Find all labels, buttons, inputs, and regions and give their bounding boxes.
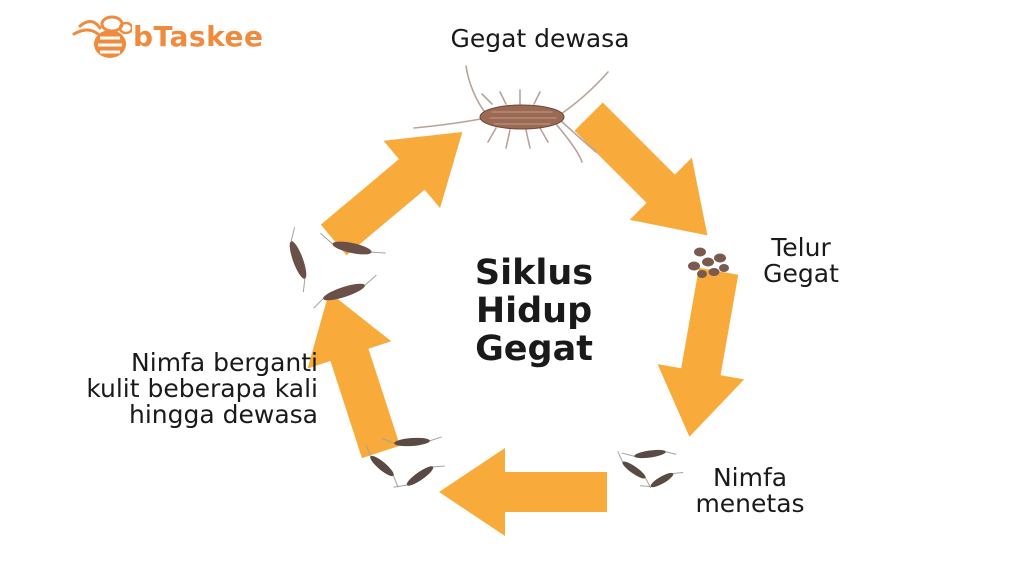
molting-nymphs-icon [365,436,445,488]
arrow-growth-to-adult [305,98,491,274]
stage-label-eggs: Telur Gegat [763,233,839,288]
title-line: Siklus [474,253,594,293]
brand-name: bTaskee [133,20,264,53]
stage-label-nymphs: Nimfa menetas [695,463,805,518]
adult-silverfish-icon [413,65,609,163]
nymphs-icon [617,449,684,489]
stage-label-molting: Nimfa berganti kulit beberapa kali hingg… [86,348,318,429]
arrow-eggs-to-nymphs [646,263,762,445]
diagram-title: Siklus Hidup Gegat [434,254,634,368]
title-line: Gegat [475,329,593,369]
growing-nymphs-icon [289,227,386,309]
eggs-icon [688,247,729,278]
bee-logo-icon [72,15,132,58]
arrow-nymphs-to-molting [439,448,607,536]
title-line: Hidup [475,291,593,331]
stage-label-adult: Gegat dewasa [450,24,630,53]
arrow-adult-to-eggs [557,85,739,267]
